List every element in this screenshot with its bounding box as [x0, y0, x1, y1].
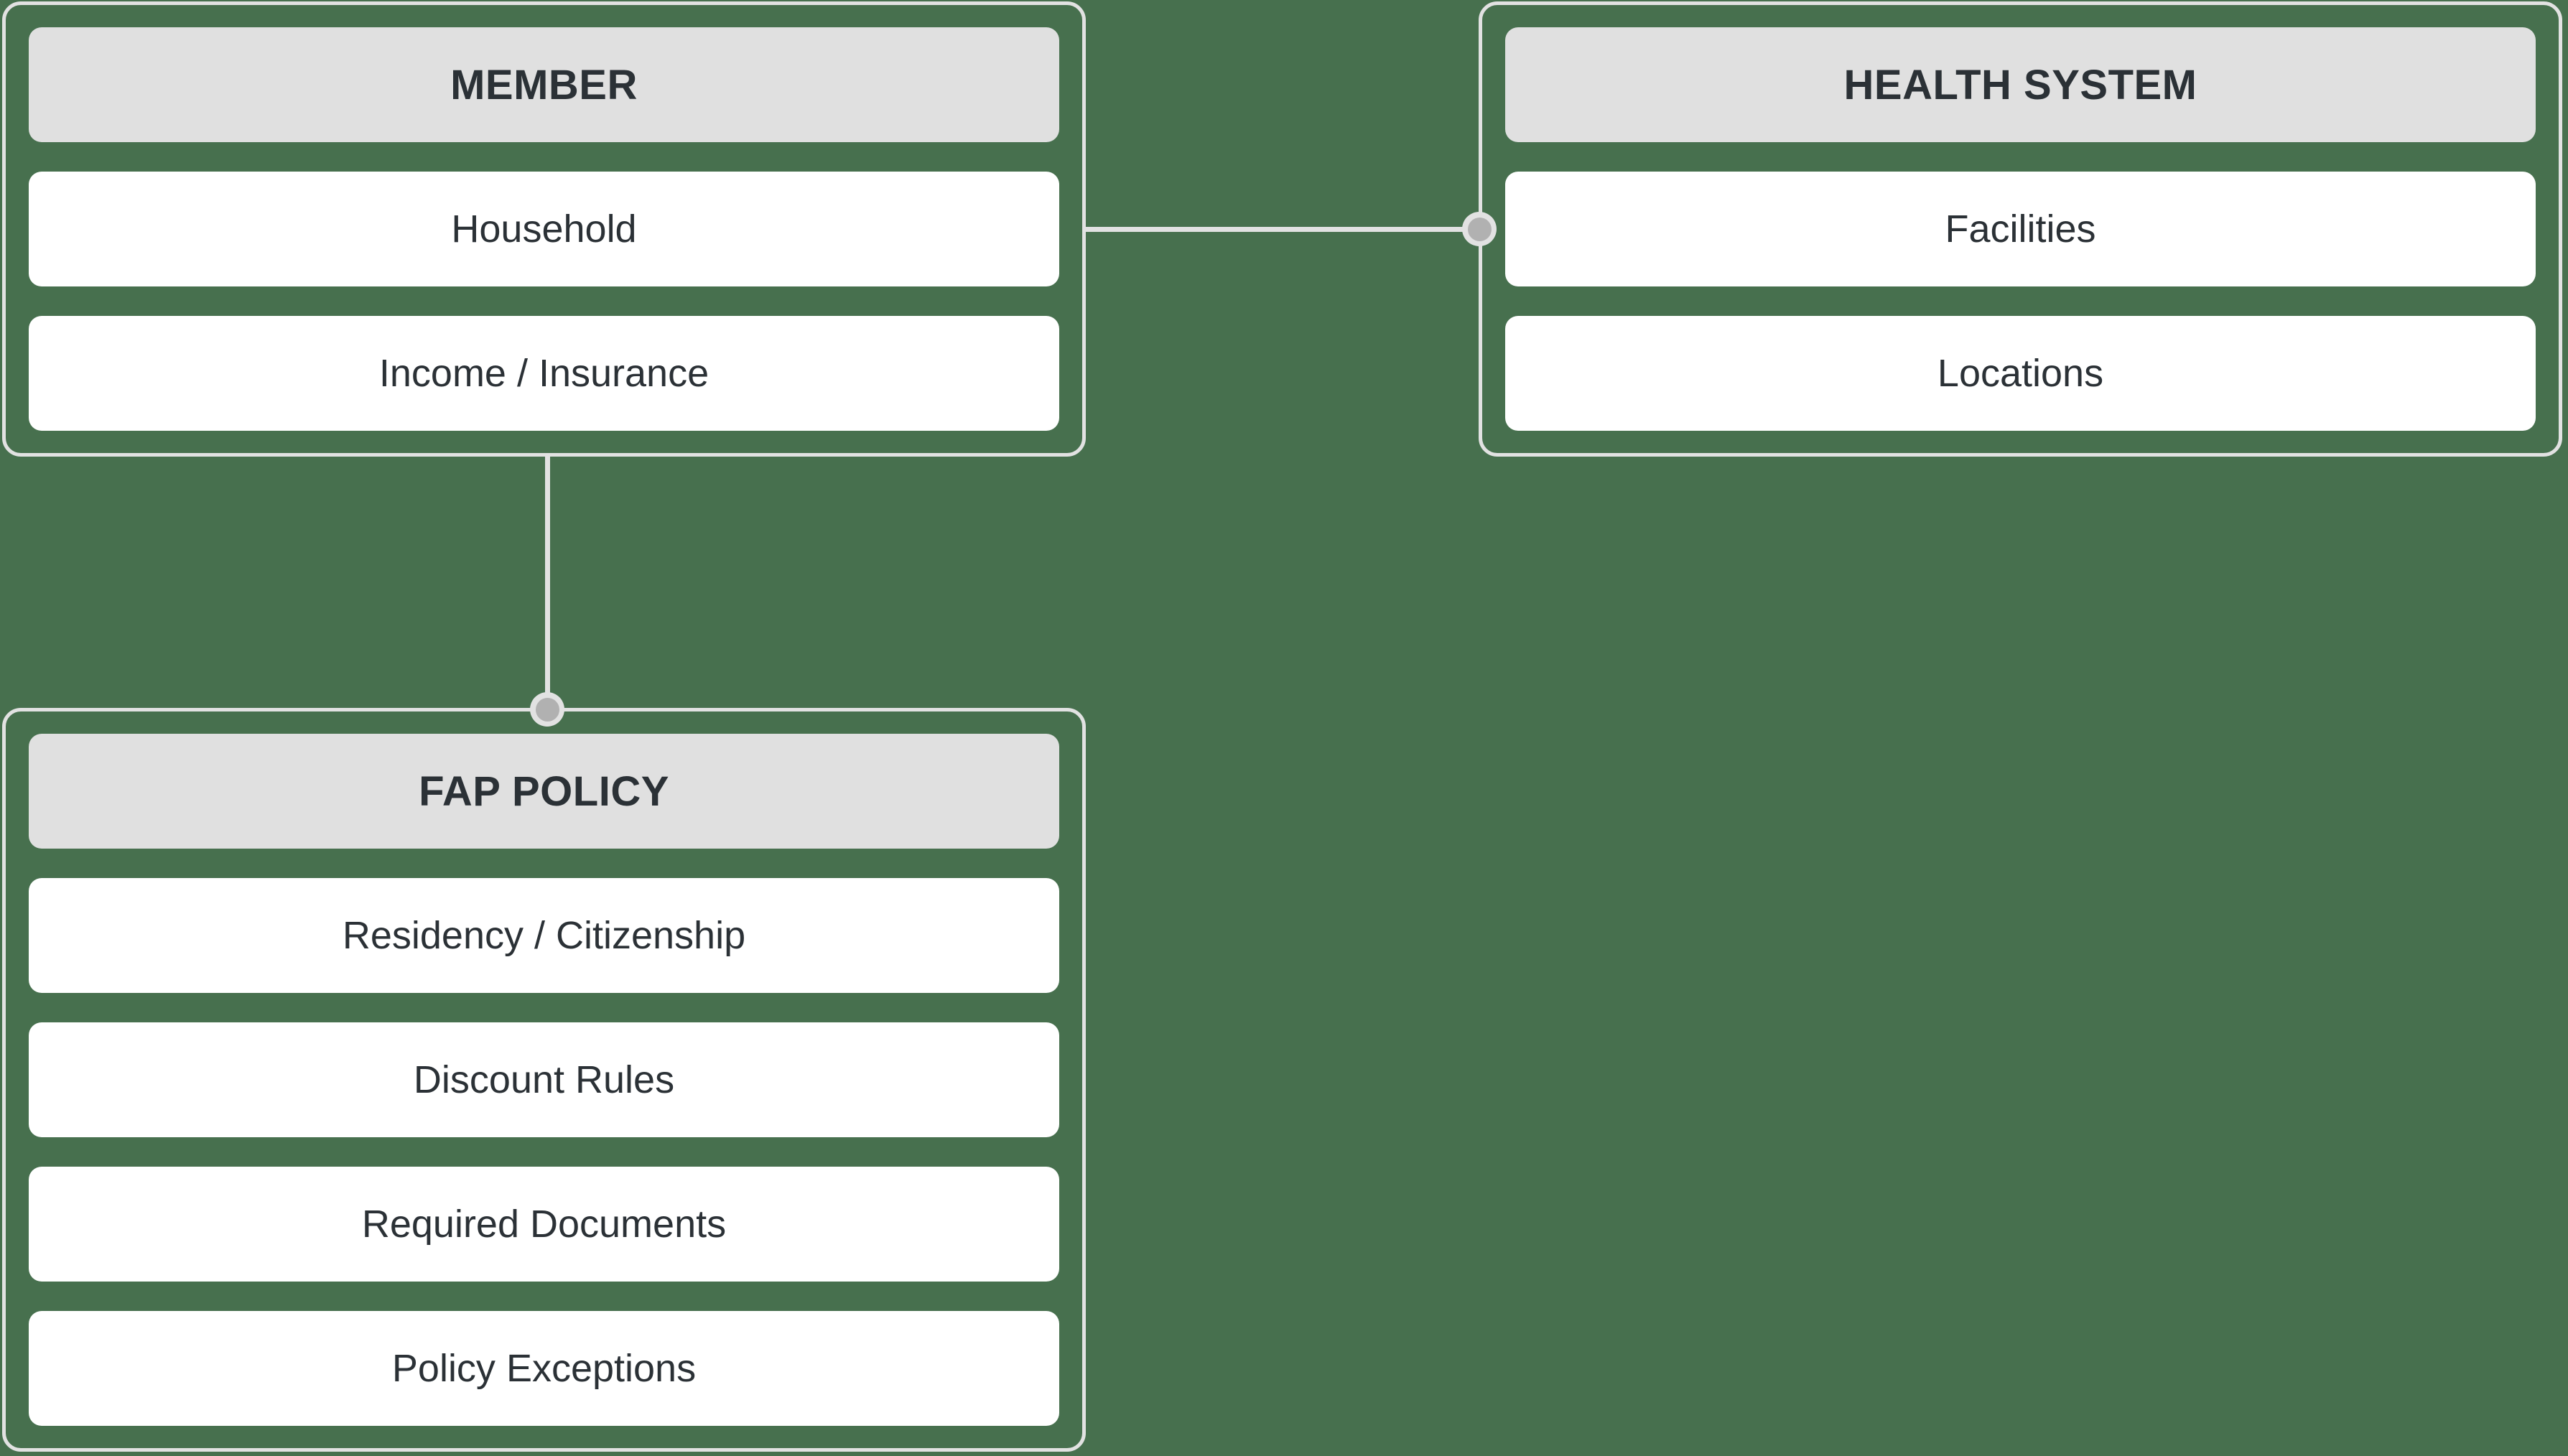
connection-handle-fap-policy[interactable] — [530, 692, 564, 727]
edge-member-fap-policy — [545, 455, 550, 709]
handle-dot-icon — [1467, 217, 1492, 241]
connection-handle-health-system[interactable] — [1462, 212, 1497, 246]
child-node-discount-rules[interactable]: Discount Rules — [29, 1022, 1059, 1137]
child-node-facilities[interactable]: Facilities — [1505, 172, 2536, 286]
child-node-required-documents[interactable]: Required Documents — [29, 1167, 1059, 1282]
handle-dot-icon — [535, 697, 559, 722]
group-title-member[interactable]: MEMBER — [29, 27, 1059, 142]
group-title-health-system[interactable]: HEALTH SYSTEM — [1505, 27, 2536, 142]
child-node-policy-exceptions[interactable]: Policy Exceptions — [29, 1311, 1059, 1426]
child-node-locations[interactable]: Locations — [1505, 316, 2536, 431]
edge-member-health-system — [1084, 227, 1479, 232]
child-node-income-insurance[interactable]: Income / Insurance — [29, 316, 1059, 431]
child-node-household[interactable]: Household — [29, 172, 1059, 286]
child-node-residency-citizenship[interactable]: Residency / Citizenship — [29, 878, 1059, 993]
group-node-health-system[interactable]: HEALTH SYSTEM Facilities Locations — [1479, 1, 2562, 457]
group-node-member[interactable]: MEMBER Household Income / Insurance — [2, 1, 1086, 457]
group-title-fap-policy[interactable]: FAP POLICY — [29, 734, 1059, 849]
group-node-fap-policy[interactable]: FAP POLICY Residency / Citizenship Disco… — [2, 708, 1086, 1452]
